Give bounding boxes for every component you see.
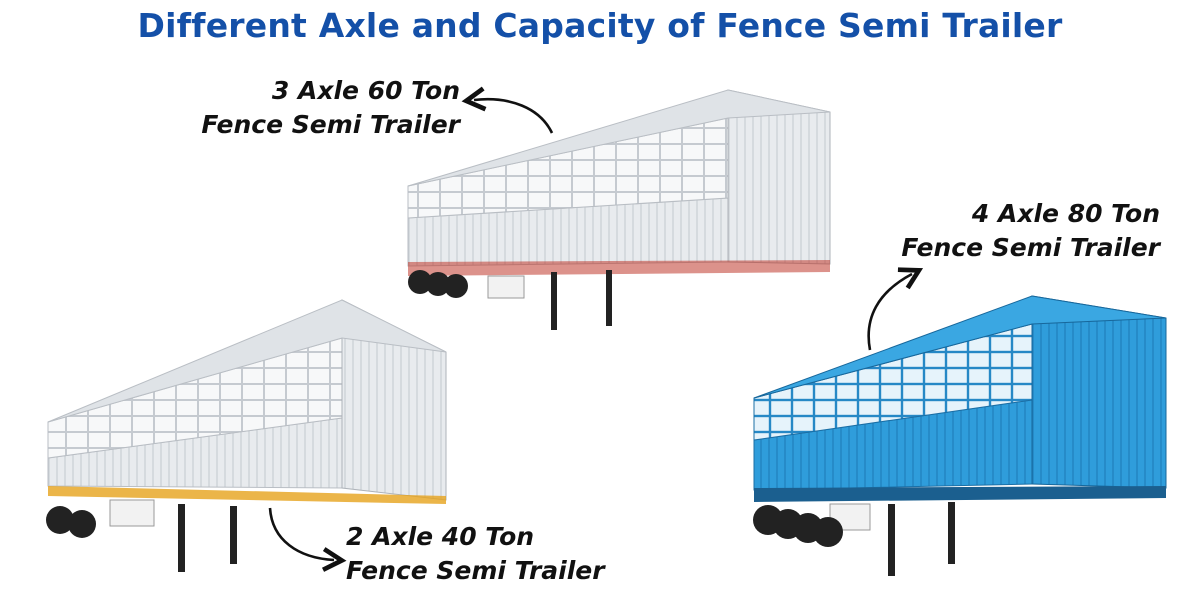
trailer-3-roof-edge	[407, 89, 831, 187]
trailer-4-wheel	[813, 517, 843, 547]
arrow-2-axle	[268, 507, 347, 572]
trailer-2-bumper	[109, 499, 155, 527]
label-3-axle: 3 Axle 60 Ton Fence Semi Trailer	[178, 74, 460, 142]
trailer-3-landing-leg	[606, 270, 612, 326]
trailer-3-wheel	[426, 272, 450, 296]
page-title: Different Axle and Capacity of Fence Sem…	[137, 6, 1063, 45]
label-4-axle-line1: 4 Axle 80 Ton	[971, 199, 1160, 228]
trailer-2-roof-edge	[47, 299, 447, 423]
trailer-4-landing-leg	[888, 504, 895, 576]
trailer-3-landing-leg	[551, 272, 557, 330]
trailer-2-landing-leg	[230, 506, 237, 564]
arrow-3-axle	[461, 86, 554, 134]
trailer-2-wheel	[46, 506, 74, 534]
trailer-3-bumper	[487, 275, 525, 299]
trailer-2-landing-leg	[178, 504, 185, 572]
label-3-axle-line2: Fence Semi Trailer	[201, 110, 460, 139]
trailer-4-roof-edge	[753, 295, 1167, 399]
trailer-2-wheel	[68, 510, 96, 538]
arrow-4-axle	[867, 267, 924, 351]
trailer-3-axle	[407, 89, 831, 330]
label-2-axle: 2 Axle 40 Ton Fence Semi Trailer	[346, 520, 605, 588]
trailer-4-chassis	[754, 486, 1166, 502]
trailer-4-axle	[753, 295, 1167, 576]
label-4-axle: 4 Axle 80 Ton Fence Semi Trailer	[878, 197, 1160, 265]
label-2-axle-line1: 2 Axle 40 Ton	[346, 522, 535, 551]
trailer-4-landing-leg	[948, 502, 955, 564]
trailer-3-chassis	[408, 260, 830, 276]
trailer-2-chassis	[48, 486, 446, 504]
trailer-3-wheel	[408, 270, 432, 294]
trailer-4-rear-panel	[1031, 295, 1167, 489]
label-2-axle-line2: Fence Semi Trailer	[346, 556, 605, 585]
trailer-3-wheel	[444, 274, 468, 298]
label-4-axle-line2: Fence Semi Trailer	[901, 233, 1160, 262]
trailer-2-axle	[46, 299, 447, 572]
label-3-axle-line1: 3 Axle 60 Ton	[271, 76, 460, 105]
